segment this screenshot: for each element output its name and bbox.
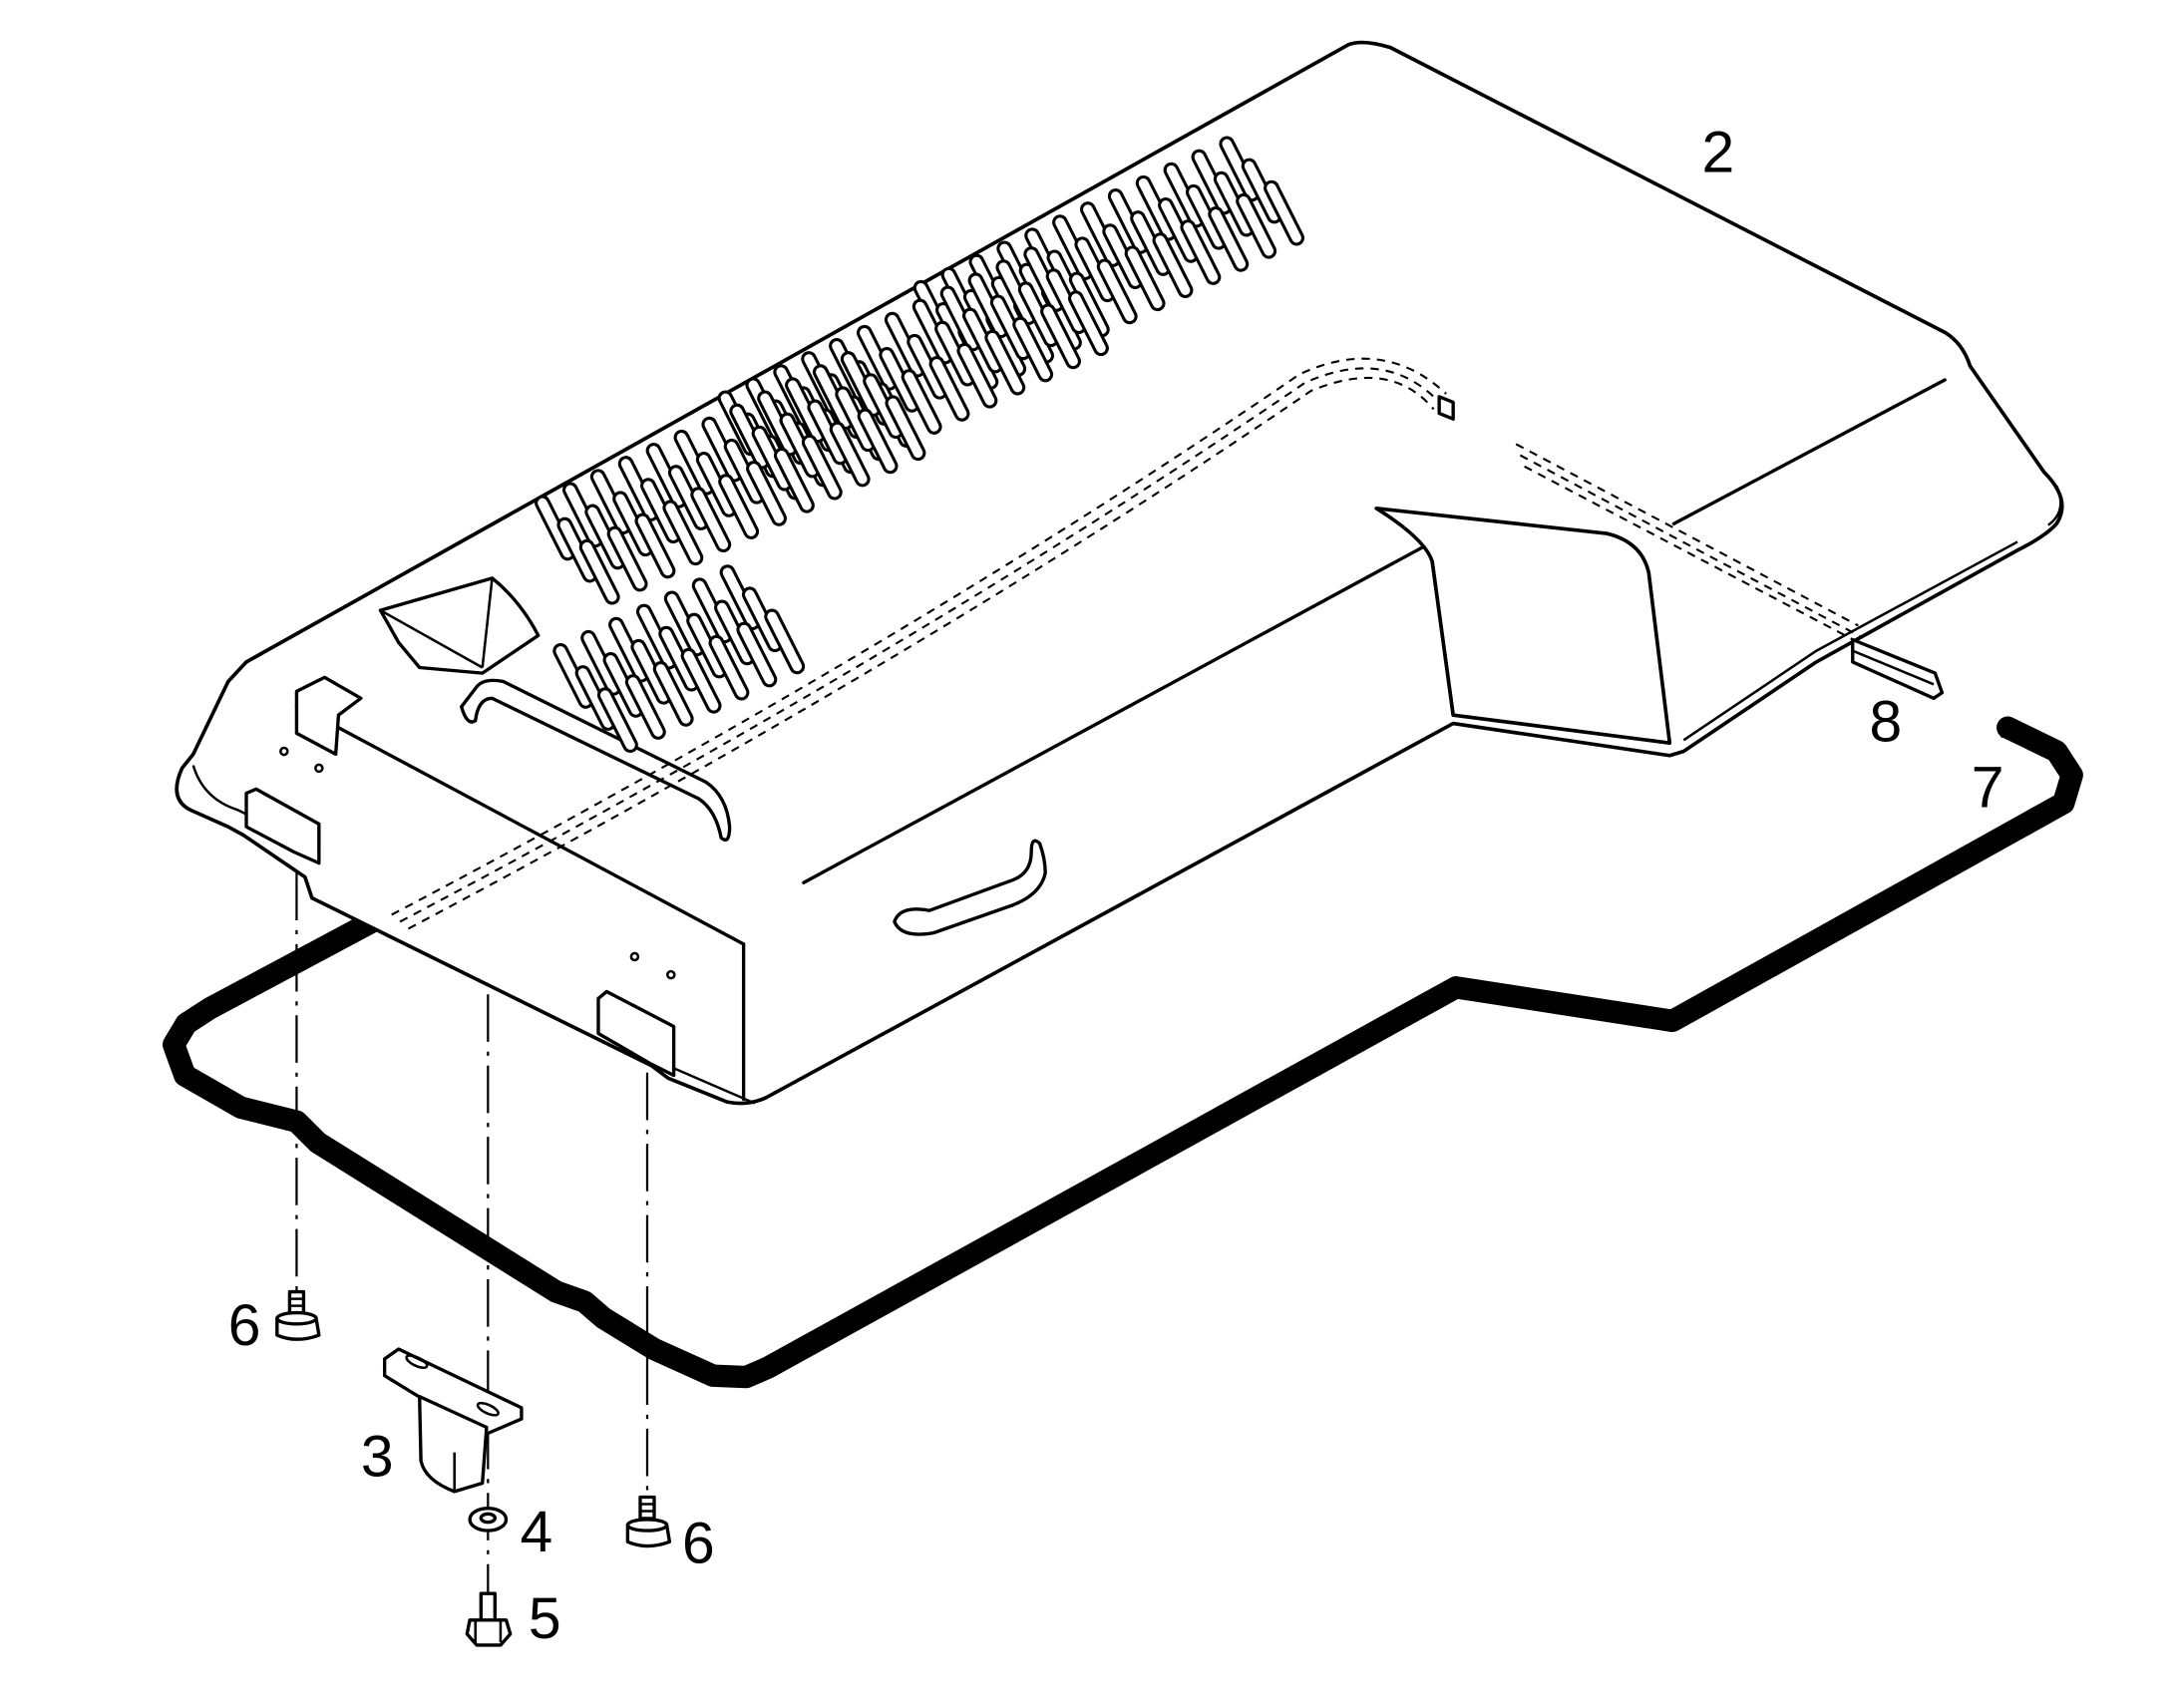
assembly-axes xyxy=(295,872,649,1595)
vent-slots xyxy=(535,136,1304,753)
vent-slot xyxy=(746,461,787,526)
callout-5: 5 xyxy=(529,1586,561,1651)
vent-slot xyxy=(680,647,722,714)
vent-slot xyxy=(597,687,638,753)
callout-6-left: 6 xyxy=(228,1293,261,1358)
vent-slot xyxy=(1124,245,1166,312)
seal-strip-8 xyxy=(1851,637,1945,701)
vent-slot xyxy=(718,474,760,539)
knob-screw-6-right xyxy=(625,1495,672,1548)
latch-bracket-3 xyxy=(382,1347,524,1494)
vent-slot xyxy=(901,369,942,435)
gasket-seal-7 xyxy=(162,716,2083,1389)
callout-4: 4 xyxy=(521,1500,553,1564)
vent-slot xyxy=(885,395,926,462)
vent-slot xyxy=(1012,316,1054,383)
vent-slot xyxy=(736,621,778,688)
vent-slot xyxy=(1096,258,1138,325)
vent-slot xyxy=(1236,192,1277,259)
callout-2: 2 xyxy=(1701,120,1734,184)
vent-slot xyxy=(928,356,970,422)
vent-slot xyxy=(1152,232,1194,298)
vent-slot xyxy=(857,408,899,475)
vent-slot xyxy=(662,500,704,566)
vent-slot xyxy=(956,342,998,409)
vent-slot xyxy=(624,674,666,740)
vent-slot xyxy=(801,434,843,501)
knob-screw-6-left xyxy=(275,1289,321,1341)
vent-slot xyxy=(774,447,815,513)
callout-7: 7 xyxy=(1972,756,2004,821)
vent-slot xyxy=(1264,179,1304,246)
vent-slot xyxy=(652,661,694,727)
vent-slot xyxy=(690,487,732,552)
vent-slot xyxy=(829,421,871,488)
callout-6-right: 6 xyxy=(682,1511,715,1575)
vented-cover-2 xyxy=(175,40,2064,1106)
vent-slot xyxy=(1068,290,1109,357)
vent-slot xyxy=(606,525,648,592)
callout-3: 3 xyxy=(361,1424,394,1489)
vent-slot xyxy=(1180,219,1222,285)
vent-slot xyxy=(634,512,676,579)
callout-8: 8 xyxy=(1870,690,1903,755)
vent-slot xyxy=(1040,303,1081,370)
vent-slot xyxy=(1208,206,1250,272)
washer-4 xyxy=(468,1507,509,1533)
vent-slot xyxy=(708,634,750,701)
vent-slot xyxy=(984,329,1026,396)
vent-slot xyxy=(578,538,620,605)
bolt-5 xyxy=(465,1591,513,1647)
vent-slot xyxy=(764,608,806,675)
